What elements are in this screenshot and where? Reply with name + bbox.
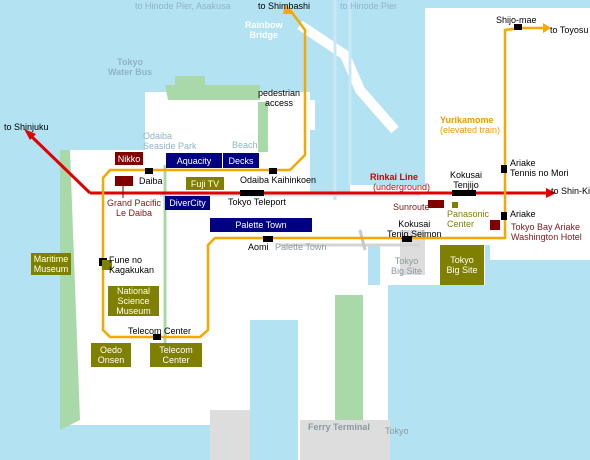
yurikamome-arrow-north <box>283 4 295 14</box>
station-label-aomi: Aomi <box>248 242 269 252</box>
rinkai-line-name: Rinkai Line <box>370 172 419 182</box>
label-tokyo-big-site-grey: Tokyo Big Site <box>391 256 423 276</box>
station-kokusai-tenjijo[interactable] <box>452 190 476 196</box>
landmark-aquacity: Aquacity <box>166 153 222 168</box>
station-label-tokyo-teleport: Tokyo Teleport <box>228 197 286 207</box>
label-rainbow-bridge: Rainbow Bridge <box>245 20 283 40</box>
west-shore-park <box>60 150 80 430</box>
yurikamome-line-name: Yurikamome <box>440 115 494 125</box>
station-ariake-tennis[interactable] <box>501 165 507 173</box>
label-hinode: to Hinode Pier <box>340 1 398 11</box>
station-kokusai-tenjo-seimon[interactable] <box>402 236 412 242</box>
landmark-nikko: Nikko <box>115 152 143 165</box>
station-shijo-mae[interactable] <box>514 24 522 30</box>
station-label-ariake: Ariake <box>510 209 536 219</box>
grand-pacific-marker <box>115 176 133 186</box>
beach-park-strip <box>258 102 268 152</box>
station-daiba[interactable] <box>145 168 153 174</box>
terminal-building <box>300 420 390 460</box>
station-label-kokusai-tenjijo: Kokusai Tenjijo <box>450 170 483 190</box>
landmark-oedo-onsen: Oedo Onsen <box>91 343 131 367</box>
label-hinode-asakusa: to Hinode Pier, Asakusa <box>135 1 231 11</box>
rinkai-line-sub: (underground) <box>373 182 431 192</box>
label-water-bus: Tokyo Water Bus <box>108 57 153 77</box>
landmark-fuji-tv: Fuji TV <box>186 177 224 190</box>
label-beach: Beach <box>232 140 258 150</box>
label-panasonic-center: Panasonic Center <box>447 209 490 229</box>
panasonic-marker <box>452 202 458 208</box>
station-label-kokusai-tenjo-seimon: Kokusai Tenjo Seimon <box>387 219 442 239</box>
ariake-island <box>425 8 590 200</box>
road-link <box>358 229 367 251</box>
maritime-museum-marker <box>102 260 112 270</box>
direction-shin-kiba: to Shin-Kiba <box>551 186 590 196</box>
roads <box>160 0 420 345</box>
station-aomi[interactable] <box>263 236 273 242</box>
rinkai-west-segment <box>28 133 92 195</box>
landmark-palette-town-box: Palette Town <box>210 218 312 232</box>
station-tokyo-teleport[interactable] <box>240 190 264 196</box>
landmark-markers <box>102 176 500 270</box>
direction-shimbashi: to Shimbashi <box>258 1 311 11</box>
landmark-maritime-museum: Maritime Museum <box>31 253 71 275</box>
station-ariake[interactable] <box>501 212 507 220</box>
ferry-park <box>335 295 363 420</box>
landmark-tokyo-big-site: Tokyo Big Site <box>440 245 484 285</box>
station-label-daiba: Daiba <box>139 176 163 186</box>
landmark-telecom-center-bldg: Telecom Center <box>150 343 202 367</box>
rainbow-bridge-road <box>297 20 399 134</box>
landmark-national-science-museum: National Science Museum <box>108 286 159 316</box>
seaside-park-edge <box>165 85 260 100</box>
rinkai-arrow-east <box>546 188 556 198</box>
station-label-shijo-mae: Shijo-mae <box>496 15 537 25</box>
south-block <box>210 410 250 460</box>
label-tokyo: Tokyo <box>385 426 409 436</box>
label-grand-pacific: Grand Pacific Le Daiba <box>107 198 162 218</box>
washington-hotel-marker <box>490 220 500 230</box>
yurikamome-line-sub: (elevated train) <box>440 125 501 135</box>
label-palette-town: Palette Town <box>275 242 327 252</box>
station-odaiba-kaihinkoen[interactable] <box>269 168 277 174</box>
sunroute-marker <box>428 200 444 208</box>
landmark-diver-city: DiverCity <box>165 196 210 210</box>
direction-shinjuku: to Shinjuku <box>4 122 49 132</box>
grey-areas <box>210 230 425 460</box>
park-areas <box>60 76 363 430</box>
label-tokyo-bay-ariake: Tokyo Bay Ariake Washington Hotel <box>511 222 582 242</box>
station-label-telecom-center: Telecom Center <box>128 326 192 336</box>
rinkai-arrow-west <box>24 129 36 140</box>
label-ferry-terminal: Ferry Terminal <box>308 422 370 432</box>
station-telecom-center[interactable] <box>153 334 161 340</box>
landmark-decks: Decks <box>223 153 259 168</box>
label-sunroute: Sunroute <box>393 202 430 212</box>
station-label-fune-no-kagakukan: Fune no Kagakukan <box>109 255 155 275</box>
yurikamome-arrow-east <box>543 23 551 33</box>
station-label-odaiba-kaihinkoen: Odaiba Kaihinkoen <box>240 175 317 185</box>
station-label-ariake-tennis: Ariake Tennis no Mori <box>510 158 569 178</box>
label-pedestrian-access: pedestrian access <box>258 88 301 108</box>
label-odaiba-seaside-park: Odaiba Seaside Park <box>143 131 197 151</box>
direction-toyosu: to Toyosu <box>550 25 589 35</box>
